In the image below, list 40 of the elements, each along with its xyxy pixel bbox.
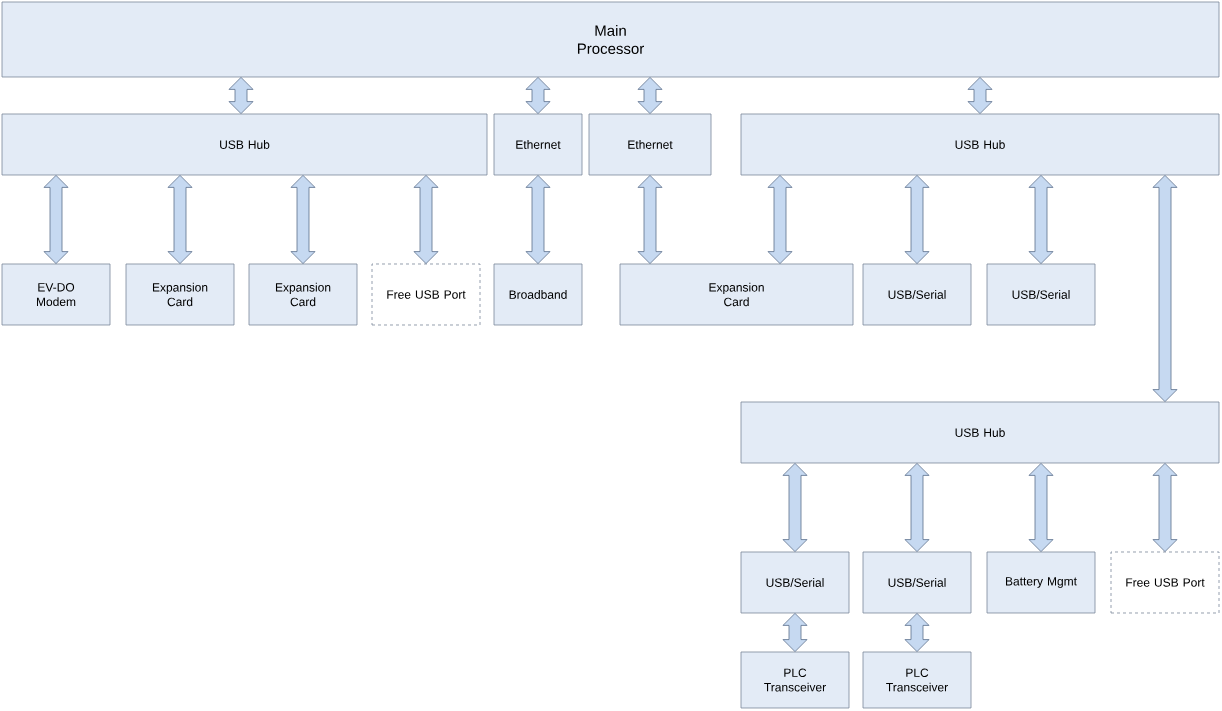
component-box: Expansion Card <box>619 263 854 326</box>
double-arrow <box>167 175 193 264</box>
double-arrow <box>525 77 551 114</box>
double-arrow <box>904 463 930 552</box>
double-arrow <box>782 463 808 552</box>
component-box: USB Hub <box>740 113 1220 176</box>
double-arrow <box>1028 175 1054 264</box>
component-box: USB Hub <box>1 113 488 176</box>
double-arrow <box>290 175 316 264</box>
double-arrow <box>1152 175 1178 402</box>
component-box: USB/Serial <box>986 263 1096 326</box>
double-arrow <box>228 77 254 114</box>
double-arrow <box>413 175 439 264</box>
processor-box: Main Processor <box>1 1 1220 78</box>
component-box: Ethernet <box>588 113 712 176</box>
component-box: Expansion Card <box>248 263 358 326</box>
double-arrow <box>904 175 930 264</box>
double-arrow <box>525 175 551 264</box>
component-box: USB Hub <box>740 401 1220 464</box>
component-box: USB/Serial <box>862 551 972 614</box>
double-arrow <box>904 613 930 652</box>
component-box: Ethernet <box>493 113 583 176</box>
double-arrow <box>967 77 993 114</box>
component-box: EV-DO Modem <box>1 263 111 326</box>
double-arrow <box>767 175 793 264</box>
port-box: Free USB Port <box>371 263 481 326</box>
component-box: USB/Serial <box>862 263 972 326</box>
component-box: PLC Transceiver <box>862 651 972 709</box>
component-box: PLC Transceiver <box>740 651 850 709</box>
double-arrow <box>637 77 663 114</box>
port-box: Free USB Port <box>1110 551 1220 614</box>
double-arrow <box>782 613 808 652</box>
double-arrow <box>637 175 663 264</box>
component-box: Expansion Card <box>125 263 235 326</box>
component-box: Broadband <box>493 263 583 326</box>
double-arrow <box>43 175 69 264</box>
component-box: USB/Serial <box>740 551 850 614</box>
double-arrow <box>1152 463 1178 552</box>
double-arrow <box>1028 463 1054 552</box>
component-box: Battery Mgmt <box>986 551 1096 614</box>
